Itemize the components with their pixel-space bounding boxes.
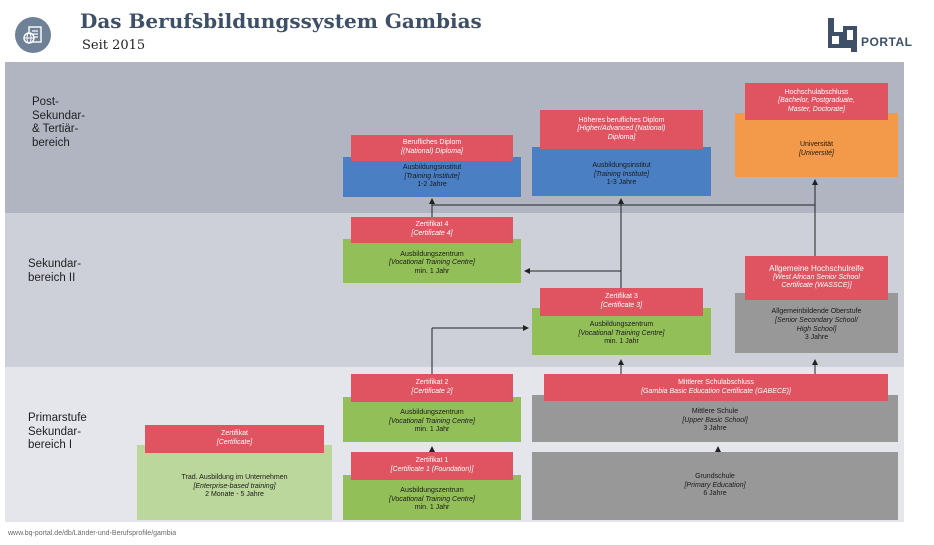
level-label-tertiary: Post- Sekundar- & Tertiär- bereich (32, 96, 86, 149)
level-label-primary: Primarstufe Sekundar- bereich I (28, 412, 87, 451)
cert-title: Berufliches Diplom (402, 139, 462, 147)
box-english: [Vocational Training Centre] (389, 259, 475, 267)
cert-title: Zertifikat 1 (415, 457, 449, 465)
wassce-certificate: Allgemeine Hochschulreife [West African … (745, 256, 888, 300)
box-title: Ausbildungszentrum (589, 321, 654, 329)
training-institute-box: Ausbildungsinstitut [Training Institute]… (532, 147, 711, 196)
bq-logo-icon (828, 18, 857, 52)
cert-title: Mittlerer Schulabschluss (678, 378, 754, 386)
box-title: Universität (799, 140, 834, 148)
box-title: Grundschule (695, 473, 735, 481)
cert-english: [Higher/Advanced (National) (577, 125, 666, 133)
box-english: [Vocational Training Centre] (389, 417, 475, 425)
cert-english: Certificate (WASSCE)] (781, 282, 852, 290)
cert-english: [(National) Diploma] (401, 148, 463, 155)
globe-document-icon (15, 17, 51, 53)
higher-diploma-certificate: Höheres berufliches Diplom [Higher/Advan… (540, 110, 703, 149)
box-english: [Upper Basic School] (682, 416, 748, 424)
page-title: Das Berufsbildungssystem Gambias (80, 9, 482, 33)
box-english: [Vocational Training Centre] (578, 329, 665, 337)
cert-english: [Certificate 2] (411, 388, 453, 395)
box-duration: 3 Jahre (703, 425, 727, 433)
enterprise-training-box: Trad. Ausbildung im Unternehmen [Enterpr… (137, 445, 332, 520)
senior-secondary-school-box: Allgemeinbildende Oberstufe [Senior Seco… (735, 293, 898, 353)
box-english: [Vocational Training Centre] (389, 495, 475, 503)
box-title: Ausbildungszentrum (400, 487, 464, 495)
box-english: High School] (796, 325, 837, 333)
box-title: Ausbildungsinstitut (592, 162, 651, 170)
cert-english: Master, Doctorate] (787, 105, 846, 113)
box-title: Ausbildungsinstitut (402, 164, 462, 172)
cert-english: [Certificate] (216, 439, 253, 446)
cert-english: [West African Senior School (773, 273, 860, 281)
box-duration: min. 1 Jahr (414, 267, 450, 275)
box-english: [Senior Secondary School/ (775, 316, 858, 324)
logo-text: PORTAL (861, 35, 913, 49)
cert-title: Hochschulabschluss (784, 88, 849, 96)
certificate-2: Zertifikat 2 [Certificate 2] (351, 374, 513, 402)
university-box: Universität [Université] (735, 113, 898, 177)
box-title: Ausbildungszentrum (400, 250, 464, 258)
cert-title: Zertifikat 4 (415, 221, 449, 229)
box-title: Allgemeinbildende Oberstufe (771, 308, 862, 316)
box-duration: 6 Jahre (703, 490, 727, 498)
box-english: [Université] (798, 149, 834, 157)
box-title: Ausbildungszentrum (400, 409, 464, 417)
cert-english: [Certificate 3] (600, 302, 643, 309)
box-title: Trad. Ausbildung im Unternehmen (181, 474, 288, 482)
box-english: [Primary Education] (684, 481, 746, 489)
box-duration: 3 Jahre (804, 334, 829, 342)
vocational-training-centre-box: Ausbildungszentrum [Vocational Training … (343, 397, 521, 442)
box-duration: min. 1 Jahr (414, 426, 450, 434)
national-diploma-certificate: Berufliches Diplom [(National) Diploma] (351, 135, 513, 161)
level-label-secondary-2: Sekundar- bereich II (28, 258, 82, 284)
box-english: [Training Institute] (404, 172, 460, 180)
upper-basic-school-box: Mittlere Schule [Upper Basic School] 3 J… (532, 395, 898, 442)
box-title: Mittlere Schule (691, 408, 739, 416)
box-duration: min. 1 Jahr (414, 504, 450, 512)
cert-english: [Certificate 4] (411, 230, 453, 237)
training-institute-box: Ausbildungsinstitut [Training Institute]… (343, 157, 521, 197)
vocational-training-centre-box: Ausbildungszentrum [Vocational Training … (343, 239, 521, 283)
cert-title: Zertifikat 2 (415, 379, 449, 387)
cert-title: Höheres berufliches Diplom (578, 116, 665, 124)
cert-title: Allgemeine Hochschulreife (769, 264, 864, 274)
vocational-training-centre-box: Ausbildungszentrum [Vocational Training … (343, 475, 521, 520)
cert-english: [Gambia Basic Education Certificate (GAB… (641, 387, 791, 395)
primary-education-box: Grundschule [Primary Education] 6 Jahre (532, 452, 898, 520)
bq-portal-logo: PORTAL (828, 16, 912, 52)
box-duration: min. 1 Jahr (604, 338, 639, 346)
cert-title: Zertifikat (221, 430, 248, 438)
enterprise-certificate: Zertifikat [Certificate] (145, 425, 324, 453)
certificate-1: Zertifikat 1 [Certificate 1 (Foundation)… (351, 452, 513, 480)
box-duration: 2 Monate - 5 Jahre (205, 491, 264, 499)
box-duration: 1-3 Jahre (606, 179, 637, 187)
university-degree-certificate: Hochschulabschluss [Bachelor, Postgradua… (745, 83, 888, 120)
cert-title: Zertifikat 3 (605, 293, 638, 301)
cert-english: Diploma] (607, 133, 636, 141)
gabece-certificate: Mittlerer Schulabschluss [Gambia Basic E… (544, 374, 888, 401)
box-english: [Training Institute] (593, 170, 650, 178)
cert-english: [Certificate 1 (Foundation)] (390, 466, 474, 473)
source-url: www.bq-portal.de/db/Länder-und-Berufspro… (8, 530, 177, 537)
certificate-3: Zertifikat 3 [Certificate 3] (540, 288, 703, 316)
certificate-4: Zertifikat 4 [Certificate 4] (351, 217, 513, 243)
page-subtitle: Seit 2015 (82, 38, 146, 53)
box-english: [Enterprise-based training] (193, 482, 276, 490)
cert-english: [Bachelor, Postgraduate, (778, 97, 855, 105)
box-duration: 1-2 Jahre (417, 181, 447, 189)
